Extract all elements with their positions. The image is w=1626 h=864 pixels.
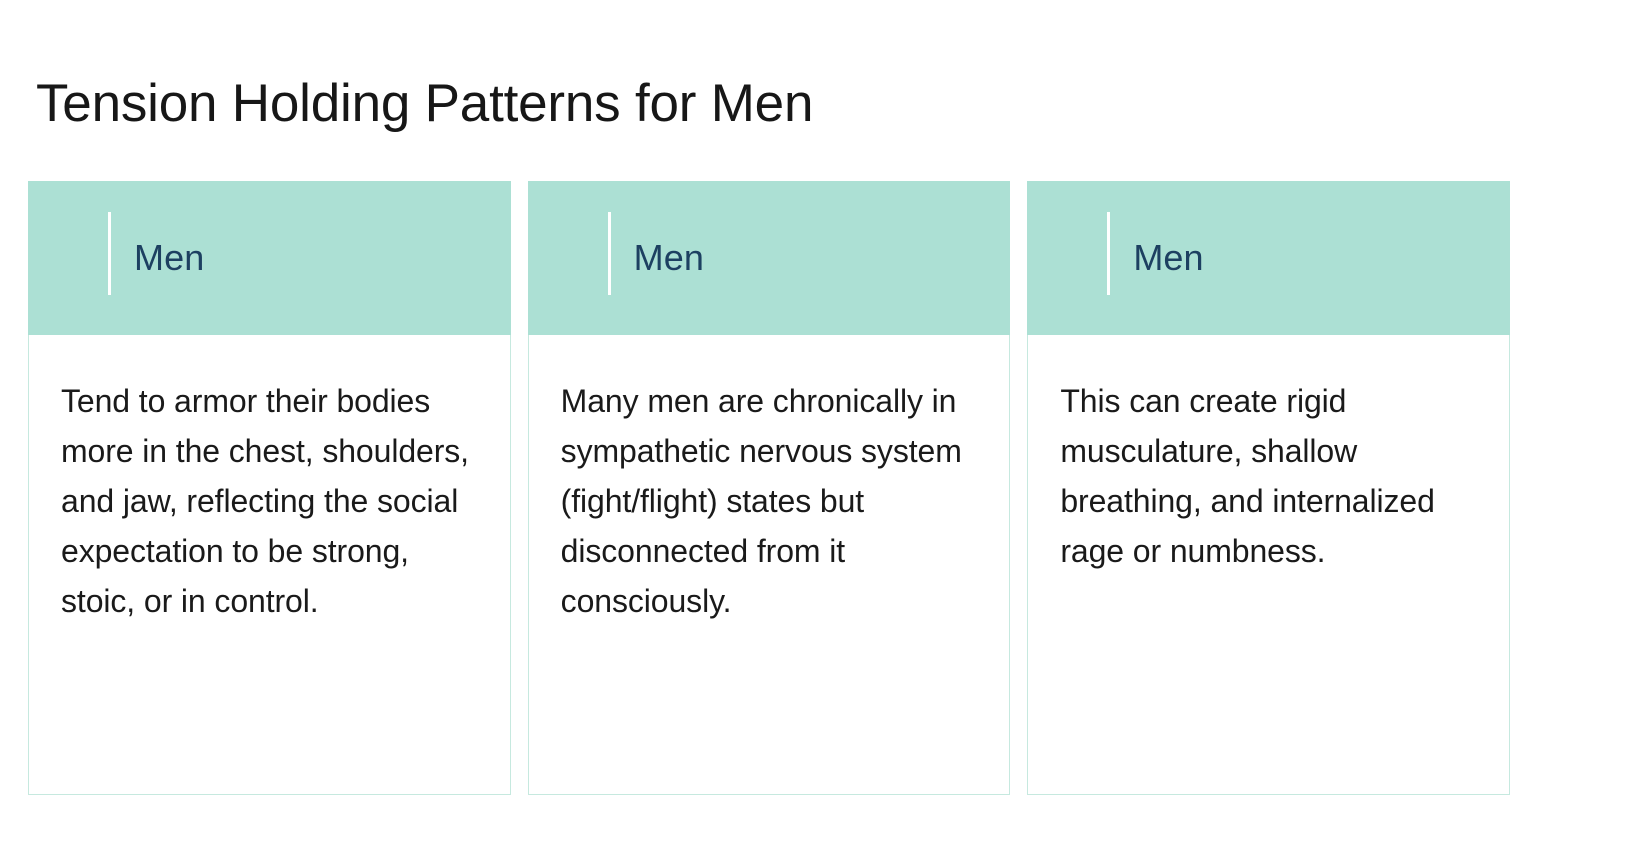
accent-bar-icon [108, 212, 111, 295]
card-3-header-label: Men [1133, 237, 1204, 279]
card-1-header: Men [28, 181, 511, 335]
card-group: Men Tend to armor their bodies more in t… [28, 181, 1511, 795]
card-2-header: Men [527, 181, 1011, 335]
card-3-body-text: This can create rigid musculature, shall… [1060, 383, 1435, 569]
card-1-body-text: Tend to armor their bodies more in the c… [61, 383, 469, 619]
card-3-body: This can create rigid musculature, shall… [1028, 335, 1509, 794]
card-1-header-label: Men [134, 237, 205, 279]
card-2[interactable]: Men Many men are chronically in sympathe… [527, 181, 1011, 795]
card-2-header-label: Men [633, 237, 705, 279]
accent-bar-icon [1107, 212, 1111, 295]
card-3[interactable]: Men This can create rigid musculature, s… [1027, 181, 1511, 795]
card-3-header: Men [1027, 181, 1511, 335]
accent-bar-icon [607, 212, 611, 295]
card-2-body: Many men are chronically in sympathetic … [529, 335, 1010, 794]
page-title: Tension Holding Patterns for Men [36, 73, 814, 133]
card-1-body: Tend to armor their bodies more in the c… [29, 335, 510, 794]
card-2-body-text: Many men are chronically in sympathetic … [560, 383, 962, 619]
card-1[interactable]: Men Tend to armor their bodies more in t… [28, 181, 511, 795]
